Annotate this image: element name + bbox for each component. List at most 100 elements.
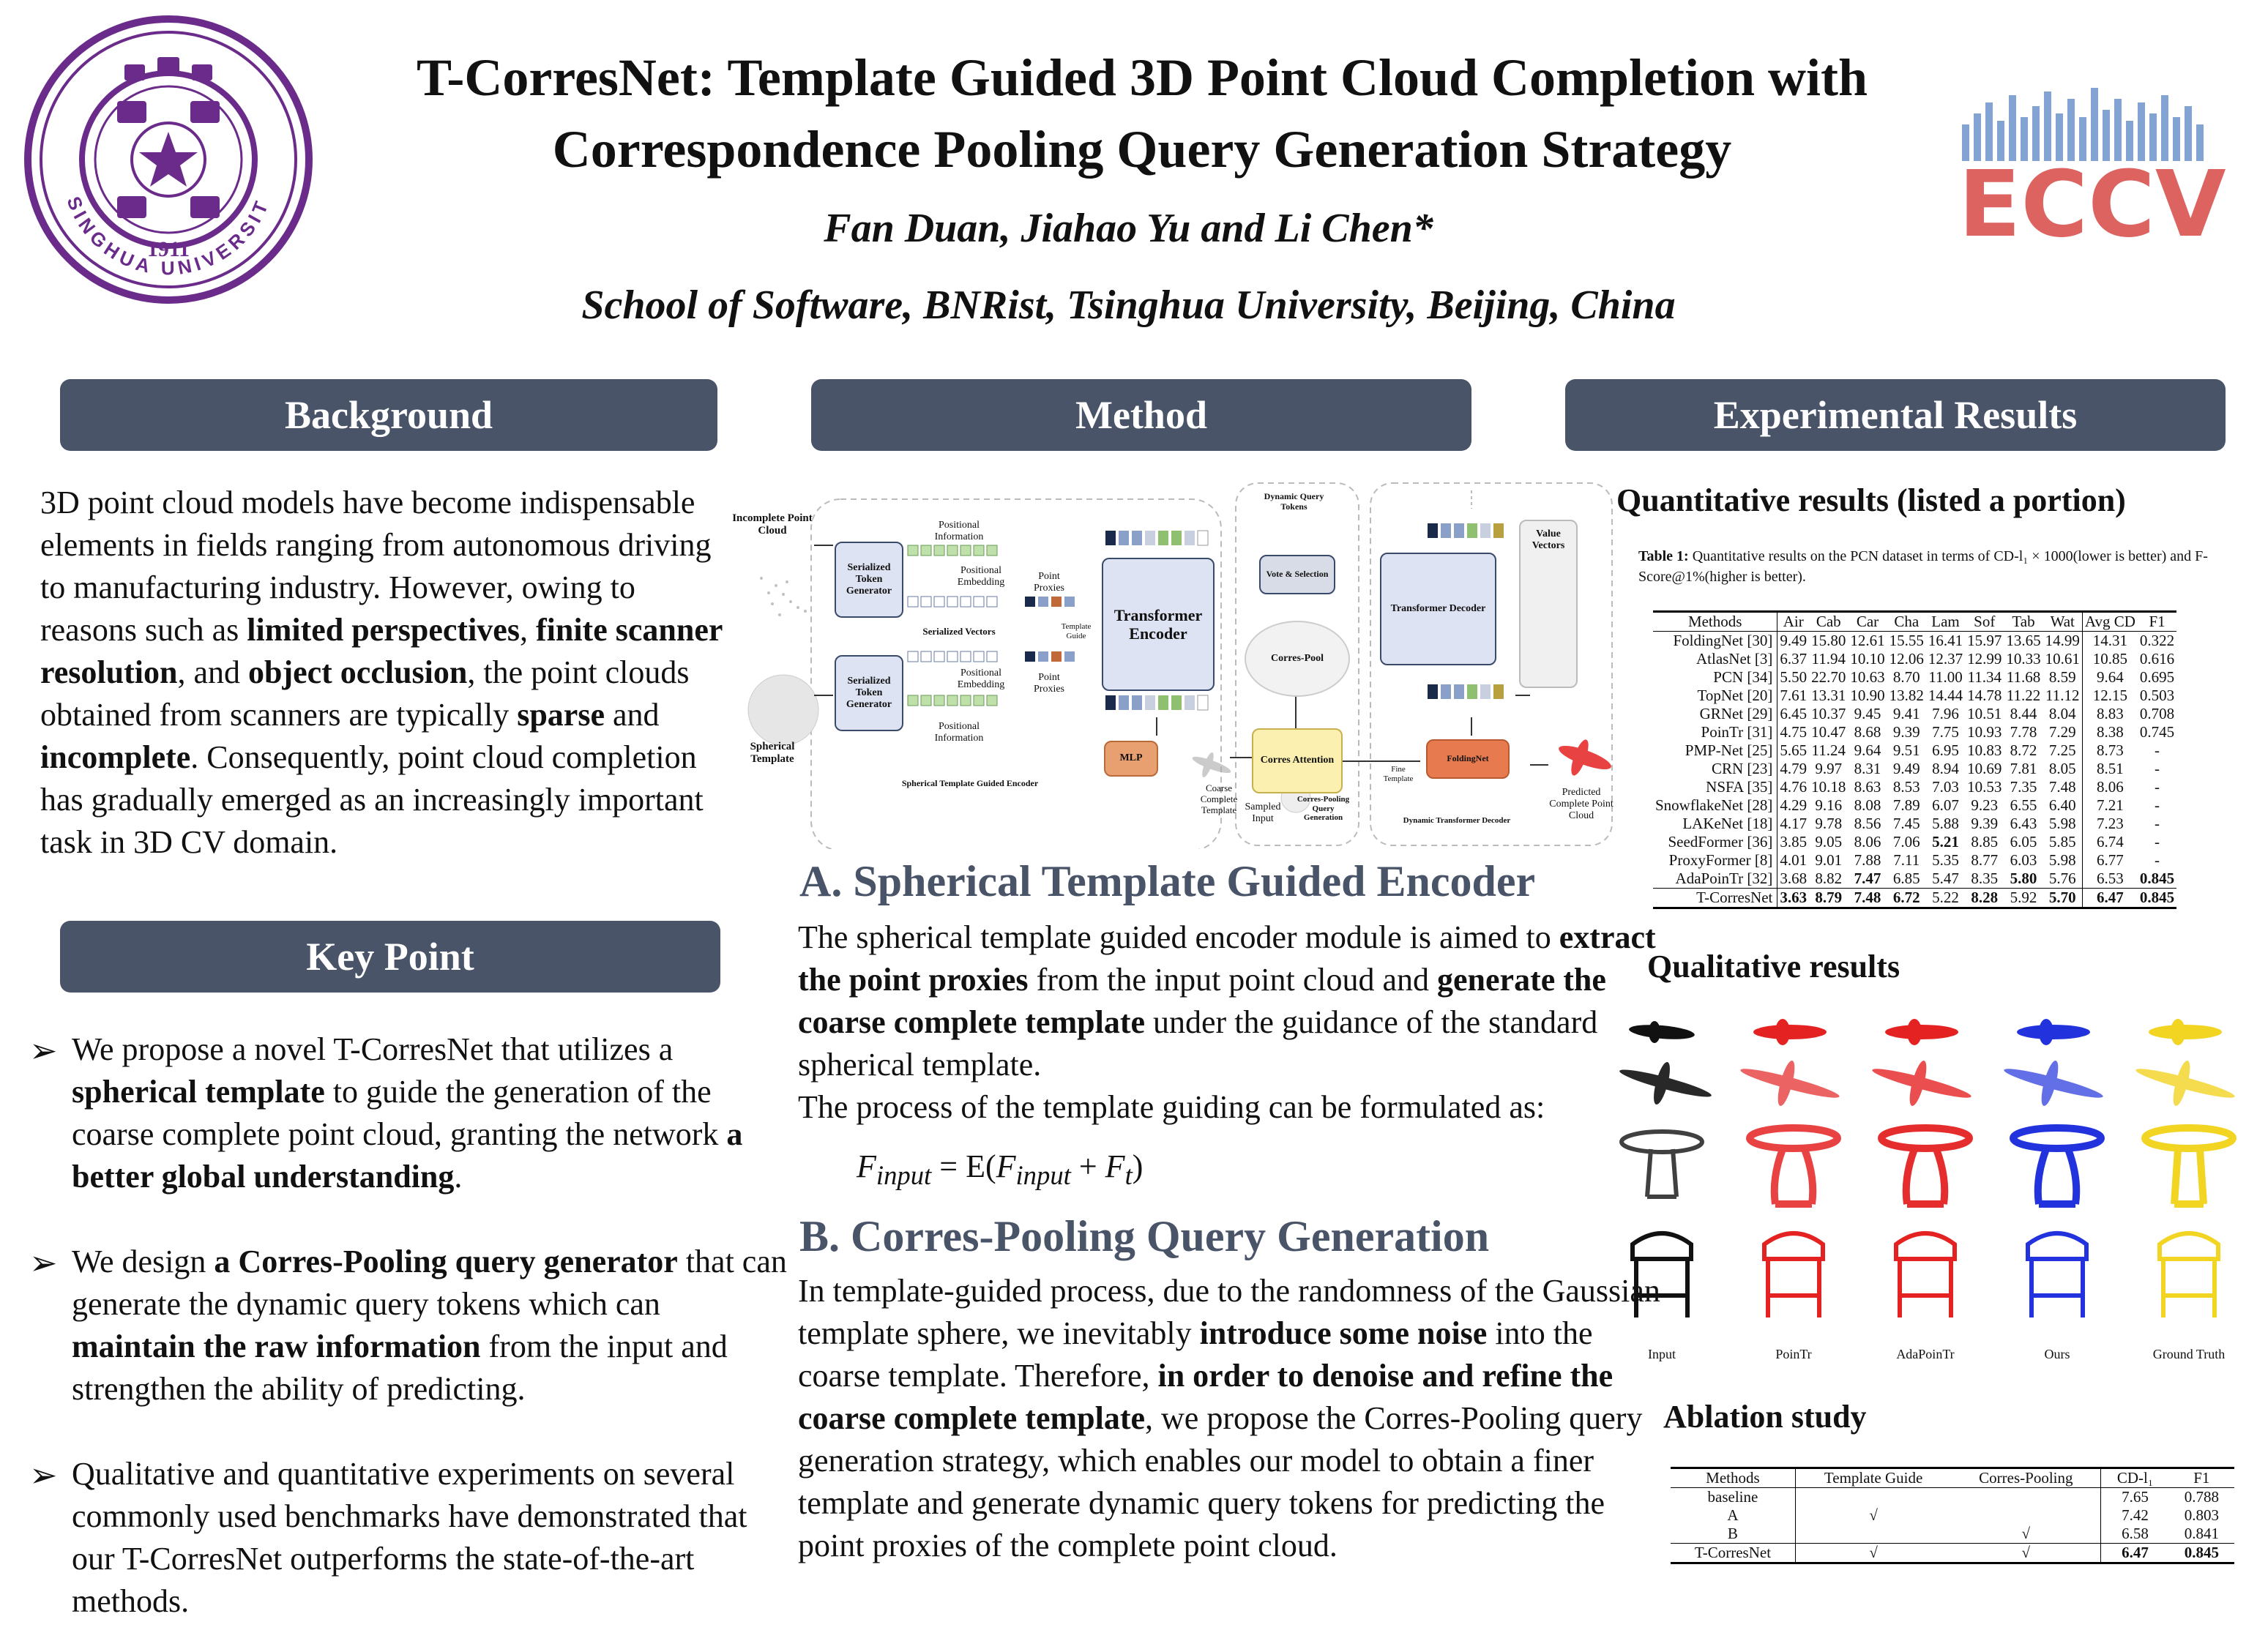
qual-label-input: Input [1648, 1347, 1676, 1361]
value-cell: 14.99 [2045, 632, 2080, 649]
bg-bold-5: incomplete [40, 739, 191, 775]
value-cell: 5.65 [1780, 741, 1808, 759]
value-cell: 9.39 [1971, 815, 1999, 832]
value-cell: 6.03 [2010, 851, 2037, 869]
value-cell: 11.12 [2045, 687, 2080, 704]
method-name-cell: T-CorresNet [1653, 888, 1778, 909]
col-header: F1 [2137, 610, 2177, 632]
kp1-bold-2: a better global understanding [72, 1116, 743, 1195]
authors: Fan Duan, Jiahao Yu and Li Chen* [824, 206, 1433, 251]
value-cell: 8.51 [2081, 760, 2138, 778]
sampled-input-label: Sampled Input [1245, 801, 1281, 825]
abl-col-header: F1 [2168, 1467, 2234, 1488]
value-cell: 9.41 [1892, 705, 1920, 722]
value-cell: 8.35 [1971, 870, 1999, 887]
a-bold-1: extract the point proxies [798, 919, 1656, 998]
transformer-decoder-box: Transformer Decoder [1380, 553, 1496, 665]
value-cell: 9.78 [1815, 815, 1843, 832]
value-cell: - [2155, 815, 2160, 832]
value-cell: 5.70 [2043, 888, 2083, 909]
serialized-vectors-label: Serialized Vectors [922, 626, 996, 637]
method-name-cell: NSFA [35] [1653, 778, 1778, 796]
value-cell: 10.53 [1967, 778, 2002, 796]
value-cell: 10.85 [2081, 650, 2138, 668]
ablation-value-cell [1794, 1525, 1952, 1544]
b-text-3: , we propose the Corres-Pooling query ge… [798, 1400, 1643, 1563]
encoder-caption: Spherical Template Guided Encoder [901, 778, 1039, 788]
value-cell: 6.07 [1932, 796, 1959, 814]
abl-col-header: CD-l₁ [2100, 1467, 2169, 1488]
formula-f: F [857, 1148, 876, 1184]
kp1-text-1: We propose a novel T-CorresNet that util… [72, 1031, 674, 1067]
value-cell: 7.29 [2048, 723, 2076, 741]
kp2-bold-2: maintain the raw information [72, 1328, 481, 1364]
results-header: Experimental Results [1565, 379, 2226, 451]
positional-embedding-1: Positional Embedding [957, 565, 1005, 588]
value-cell: 6.74 [2081, 833, 2138, 851]
section-b-text: In template-guided process, due to the r… [798, 1270, 1676, 1567]
dynamic-query-tokens-label: Dynamic Query Tokens [1264, 491, 1324, 512]
value-cell: 8.05 [2048, 760, 2076, 777]
value-cell: 8.83 [2081, 705, 2138, 723]
value-cell: 6.53 [2081, 870, 2138, 889]
background-text: 3D point cloud models have become indisp… [40, 482, 736, 864]
ablation-value-cell [1951, 1488, 2100, 1507]
value-cell: 9.05 [1815, 833, 1843, 851]
value-cell: 5.35 [1932, 851, 1959, 869]
vote-selection-box: Vote & Selection [1259, 555, 1335, 594]
value-cell: 4.17 [1780, 815, 1808, 832]
ablation-value-cell: 0.845 [2168, 1543, 2234, 1564]
value-cell: 7.23 [2081, 815, 2138, 833]
value-cell: 10.37 [1811, 705, 1846, 722]
value-cell: 9.64 [2081, 668, 2138, 687]
value-cell: 5.76 [2048, 870, 2076, 887]
ablation-header-row: Methods Template Guide Corres-Pooling CD… [1671, 1467, 2234, 1488]
mlp-box: MLP [1104, 741, 1158, 777]
ablation-table: Methods Template Guide Corres-Pooling CD… [1671, 1467, 2234, 1564]
col-header: Cha [1887, 610, 1926, 632]
kp1-text-3: . [454, 1159, 463, 1195]
ablation-value-cell: 7.65 [2100, 1487, 2169, 1506]
value-cell: 7.06 [1892, 833, 1920, 851]
a-text-3: under the guidance of the standard spher… [798, 1004, 1598, 1083]
value-cell: 10.18 [1811, 778, 1846, 796]
value-cell: 9.97 [1815, 760, 1843, 777]
value-cell: - [2155, 796, 2160, 814]
foldingnet-box: FoldingNet [1426, 739, 1510, 779]
value-cell: 3.63 [1777, 888, 1810, 909]
value-cell: 11.34 [1967, 668, 2002, 686]
value-cell: 14.78 [1967, 687, 2002, 704]
value-cell: 14.31 [2081, 631, 2138, 650]
value-cell: 13.82 [1889, 687, 1924, 704]
value-cell: 6.95 [1932, 741, 1959, 759]
b-text-2: into the coarse template. Therefore, [798, 1315, 1593, 1394]
value-cell: 8.77 [1971, 851, 1999, 869]
title-line-1: T-CorresNet: Template Guided 3D Point Cl… [416, 48, 1868, 107]
bg-text-3: , and [177, 654, 248, 690]
value-cell: 8.28 [1965, 888, 2004, 909]
section-a-heading: A. Spherical Template Guided Encoder [799, 857, 1536, 905]
ablation-method-cell: A [1727, 1506, 1739, 1524]
qual-label-ours: Ours [2044, 1347, 2070, 1361]
key-point-header: Key Point [60, 921, 720, 993]
col-header: Lam [1925, 610, 1966, 632]
formula: Finput = E(Finput + Ft) [857, 1148, 1143, 1191]
ablation-value-cell: 7.42 [2100, 1506, 2169, 1525]
bg-bold-4: sparse [517, 697, 605, 733]
value-cell: 4.79 [1780, 760, 1808, 777]
method-name-cell: SnowflakeNet [28] [1653, 796, 1778, 815]
value-cell: 10.93 [1967, 723, 2002, 741]
ablation-value-cell: 6.58 [2100, 1525, 2169, 1544]
abl-col-header: Corres-Pooling [1951, 1467, 2101, 1488]
value-cell: 11.22 [2006, 687, 2041, 704]
